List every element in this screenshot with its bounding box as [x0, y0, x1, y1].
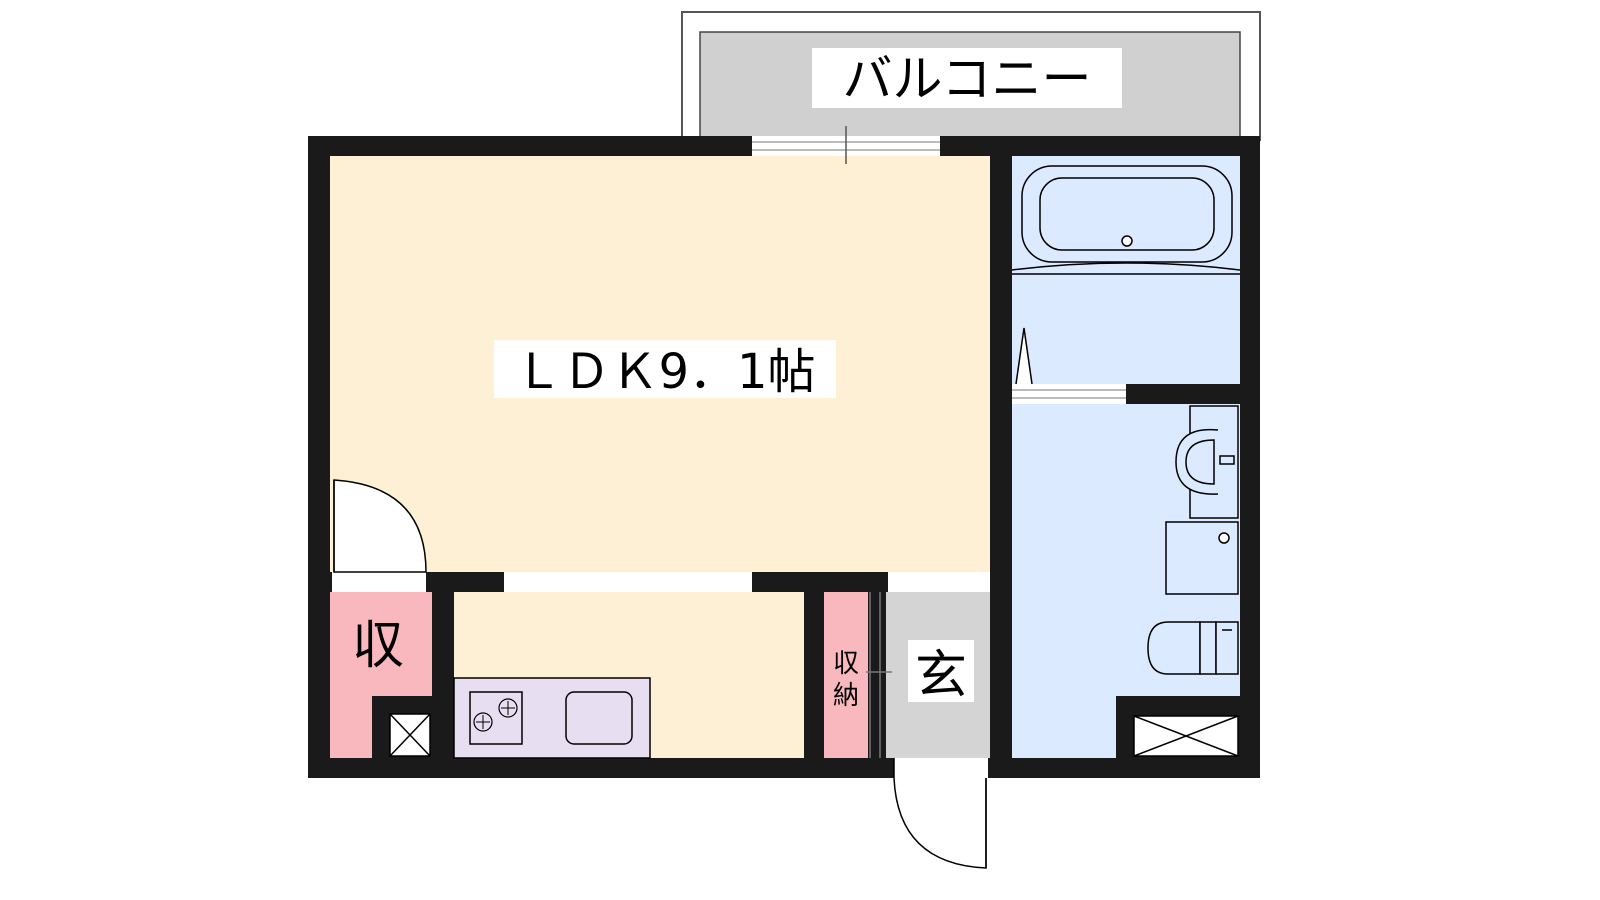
washing-machine-space: [1165, 521, 1239, 595]
storage-closet-label-2: 納: [833, 681, 859, 711]
kitchen-opening: [504, 572, 752, 592]
balcony-label: バルコニー: [843, 50, 1092, 108]
storage-left-label: 収: [352, 616, 404, 676]
ldk-label: ＬＤＫ9．1帖: [514, 344, 815, 400]
balcony: バルコニー: [681, 11, 1261, 141]
storage-closet: [824, 592, 868, 758]
storage-closet-label-1: 収: [833, 649, 859, 679]
entrance-label: 玄: [915, 646, 967, 706]
bathtub: [1011, 165, 1241, 275]
kitchen-counter: [453, 677, 651, 759]
entrance-opening: [888, 572, 990, 592]
storage-door: [332, 479, 427, 592]
bath-door-opening: [1012, 384, 1126, 404]
washbasin: [1175, 405, 1239, 519]
front-door: [893, 758, 988, 869]
toilet: [1147, 621, 1239, 675]
